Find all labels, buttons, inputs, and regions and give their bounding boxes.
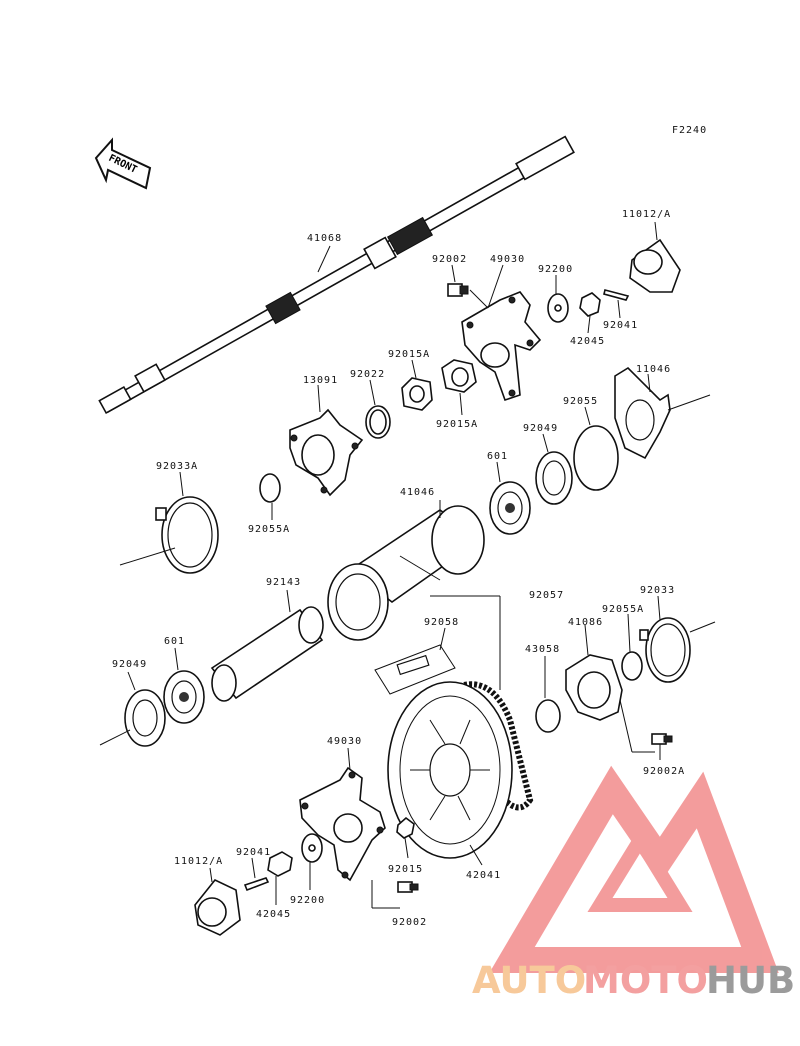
- label-601-bottom: 601: [164, 636, 185, 647]
- master-link: [374, 644, 456, 695]
- label-11012a-top: 11012/A: [622, 209, 671, 220]
- nut-top: [579, 292, 601, 317]
- oil-seal-top: [535, 451, 573, 505]
- label-92022: 92022: [350, 369, 385, 380]
- ring-43058: [535, 699, 561, 733]
- label-92041-bottom: 92041: [236, 847, 271, 858]
- hub-cap-bottom: [194, 879, 241, 936]
- label-43058: 43058: [525, 644, 560, 655]
- bolt-top: [447, 283, 469, 297]
- label-601-top: 601: [487, 451, 508, 462]
- bolt-bottom: [397, 881, 419, 893]
- label-42045-bottom: 42045: [256, 909, 291, 920]
- hub-flange: [289, 408, 364, 497]
- label-92033: 92033: [640, 585, 675, 596]
- watermark-part2: MOTO: [583, 959, 708, 1002]
- label-92057: 92057: [529, 590, 564, 601]
- label-13091: 13091: [303, 375, 338, 386]
- o-ring-92055: [573, 425, 619, 491]
- caliper-bracket: [614, 366, 671, 460]
- nut-bottom: [267, 851, 293, 877]
- o-ring-left: [259, 473, 281, 503]
- watermark-part3: HUB: [706, 959, 795, 1002]
- label-92015: 92015: [388, 864, 423, 875]
- label-11046: 11046: [636, 364, 671, 375]
- watermark-logo: [489, 765, 779, 973]
- nut-92015: [396, 816, 415, 839]
- bearing-top: [489, 481, 531, 535]
- label-92002-bottom: 92002: [392, 917, 427, 928]
- label-92055: 92055: [563, 396, 598, 407]
- label-92049-top: 92049: [523, 423, 558, 434]
- bearing-bottom: [163, 670, 205, 724]
- o-ring-right: [621, 651, 643, 681]
- sprocket-hub-top: [461, 291, 542, 402]
- label-49030-top: 49030: [490, 254, 525, 265]
- label-41086: 41086: [568, 617, 603, 628]
- label-92015a-1: 92015A: [388, 349, 430, 360]
- lock-nut-2: [441, 359, 477, 393]
- part-labels: 41068 92002 49030 92200 11012/A 92041 42…: [112, 209, 685, 928]
- label-92055a-right: 92055A: [602, 604, 644, 615]
- circlip-left: [155, 496, 219, 574]
- circlip-right: [639, 617, 691, 683]
- front-arrow-icon: FRONT: [94, 137, 152, 190]
- watermark-part1: AUTO: [472, 959, 586, 1002]
- figure-code: F2240: [672, 125, 707, 136]
- label-92002a: 92002A: [643, 766, 685, 777]
- label-42045-top: 42045: [570, 336, 605, 347]
- label-41068: 41068: [307, 233, 342, 244]
- label-92015a-2: 92015A: [436, 419, 478, 430]
- right-hub: [565, 654, 623, 721]
- label-41046: 41046: [400, 487, 435, 498]
- label-92041-top: 92041: [603, 320, 638, 331]
- drive-chain: [448, 681, 534, 811]
- lock-nut-1: [401, 377, 433, 411]
- hub-cap-top: [629, 238, 681, 293]
- label-11012a-bottom: 11012/A: [174, 856, 223, 867]
- label-92058: 92058: [424, 617, 459, 628]
- rear-sprocket: [387, 681, 513, 859]
- label-92143: 92143: [266, 577, 301, 588]
- axle-shaft: [98, 135, 575, 414]
- label-92055a-left: 92055A: [248, 524, 290, 535]
- cotter-pin-top: [603, 289, 630, 301]
- bolt-92002a: [651, 733, 673, 745]
- label-49030-bottom: 49030: [327, 736, 362, 747]
- axle-housing: [327, 505, 485, 641]
- cotter-pin-bottom: [243, 877, 270, 892]
- label-92033a: 92033A: [156, 461, 198, 472]
- spacer-tube: [210, 606, 324, 702]
- sprocket-hub-bottom: [299, 766, 386, 882]
- watermark-text: AUTO MOTO HUB: [472, 959, 795, 1002]
- label-92002-top: 92002: [432, 254, 467, 265]
- label-92200-top: 92200: [538, 264, 573, 275]
- label-92049-bottom: 92049: [112, 659, 147, 670]
- oil-seal-bottom: [124, 689, 166, 747]
- label-42041: 42041: [466, 870, 501, 881]
- label-92200-bottom: 92200: [290, 895, 325, 906]
